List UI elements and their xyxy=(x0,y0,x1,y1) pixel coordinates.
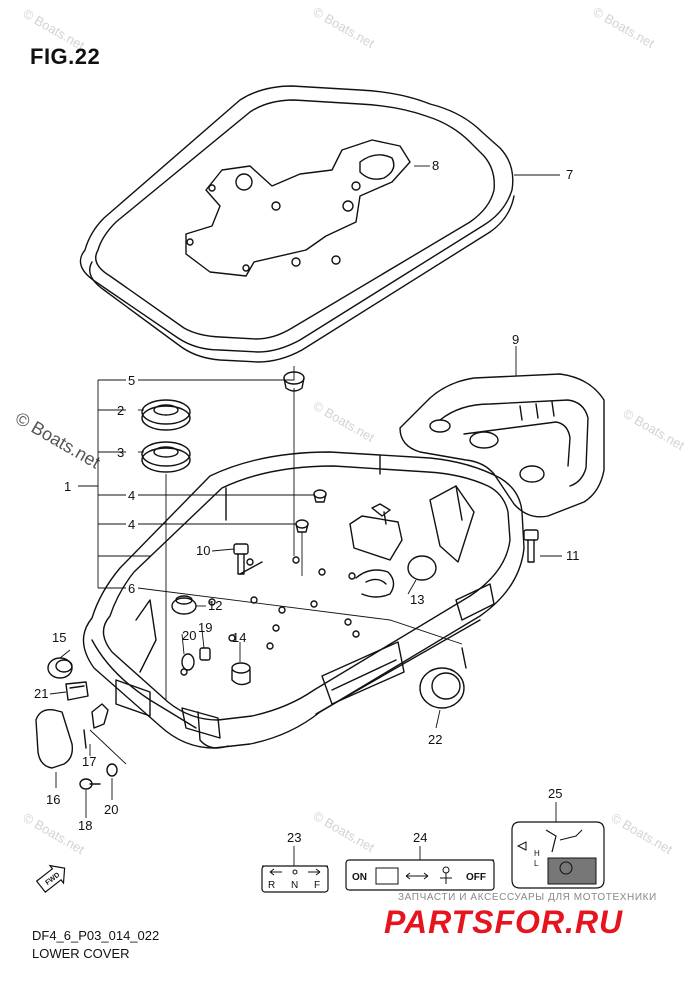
plug-part-4-lower xyxy=(295,519,309,533)
on-label: ON xyxy=(352,872,367,883)
callout-19: 19 xyxy=(198,620,212,635)
callout-24: 24 xyxy=(413,830,427,845)
leader-lines xyxy=(49,165,562,867)
callout-22: 22 xyxy=(428,732,442,747)
plug-part-4-upper xyxy=(313,489,327,503)
oil-level-decal-part-25: H L xyxy=(511,821,605,889)
gasket-plate-part-8 xyxy=(185,139,411,277)
bracket-part-17 xyxy=(83,703,109,749)
cap-part-15 xyxy=(47,657,73,679)
washer-part-20-outer xyxy=(106,763,118,777)
callout-9: 9 xyxy=(512,332,519,347)
brand-tagline: ЗАПЧАСТИ И АКСЕССУАРЫ ДЛЯ МОТОТЕХНИКИ xyxy=(398,892,657,903)
grommet-part-3 xyxy=(141,441,191,473)
bolt-part-11 xyxy=(523,529,539,563)
figure-section: LOWER COVER xyxy=(32,946,130,961)
screw-part-18 xyxy=(79,778,101,790)
callout-16: 16 xyxy=(46,792,60,807)
cover-plate-part-16 xyxy=(35,709,74,769)
callout-4b: 4 xyxy=(128,517,135,532)
shift-n-label: N xyxy=(291,880,298,891)
callout-4: 4 xyxy=(128,488,135,503)
clip-part-21 xyxy=(65,681,89,701)
callout-2: 2 xyxy=(117,403,124,418)
callout-17: 17 xyxy=(82,754,96,769)
callout-5: 5 xyxy=(128,373,135,388)
nut-part-19 xyxy=(199,647,211,661)
washer-part-20-inner xyxy=(181,653,195,671)
callout-20b: 20 xyxy=(104,802,118,817)
shift-r-label: R xyxy=(268,880,275,891)
choke-decal-part-24: ON OFF xyxy=(345,859,495,891)
callout-21: 21 xyxy=(34,686,48,701)
callout-23: 23 xyxy=(287,830,301,845)
callout-20: 20 xyxy=(182,628,196,643)
brand-logo: PARTSFOR.RU xyxy=(384,904,624,940)
stud xyxy=(461,647,467,669)
oil-l-label: L xyxy=(534,859,539,868)
bolt-part-10 xyxy=(233,543,249,575)
callout-18: 18 xyxy=(78,818,92,833)
forward-arrow-icon: FWD xyxy=(35,864,66,893)
callout-1: 1 xyxy=(64,479,71,494)
callout-10: 10 xyxy=(196,543,210,558)
callout-15: 15 xyxy=(52,630,66,645)
callout-11: 11 xyxy=(566,548,580,563)
inner-details xyxy=(135,556,395,676)
bracket-part-13 xyxy=(349,485,475,581)
off-label: OFF xyxy=(466,872,486,883)
callout-14: 14 xyxy=(232,630,246,645)
callout-7: 7 xyxy=(566,167,573,182)
lower-cover-part-1 xyxy=(82,451,525,749)
callout-8: 8 xyxy=(432,158,439,173)
shift-f-label: F xyxy=(314,880,320,891)
callout-3: 3 xyxy=(117,445,124,460)
figure-title: FIG.22 xyxy=(30,44,101,69)
seal-gasket-part-7 xyxy=(79,85,515,363)
callout-12: 12 xyxy=(208,598,222,613)
callout-25: 25 xyxy=(548,786,562,801)
shift-decal-part-23: R N F xyxy=(261,865,329,893)
plug-part-14 xyxy=(231,662,251,686)
figure-code: DF4_6_P03_014_022 xyxy=(32,928,160,943)
oil-h-label: H xyxy=(534,849,540,858)
grommet-part-22 xyxy=(419,667,465,709)
grommet-part-2 xyxy=(141,399,191,431)
callout-6: 6 xyxy=(128,581,135,596)
handle-part-9 xyxy=(399,373,605,518)
fwd-label: FWD xyxy=(44,872,61,887)
callout-numbers: 1 2 3 4 4 5 6 7 8 9 10 11 12 13 14 15 16… xyxy=(34,158,580,845)
callout-13: 13 xyxy=(410,592,424,607)
grommet-part-12 xyxy=(171,595,197,615)
